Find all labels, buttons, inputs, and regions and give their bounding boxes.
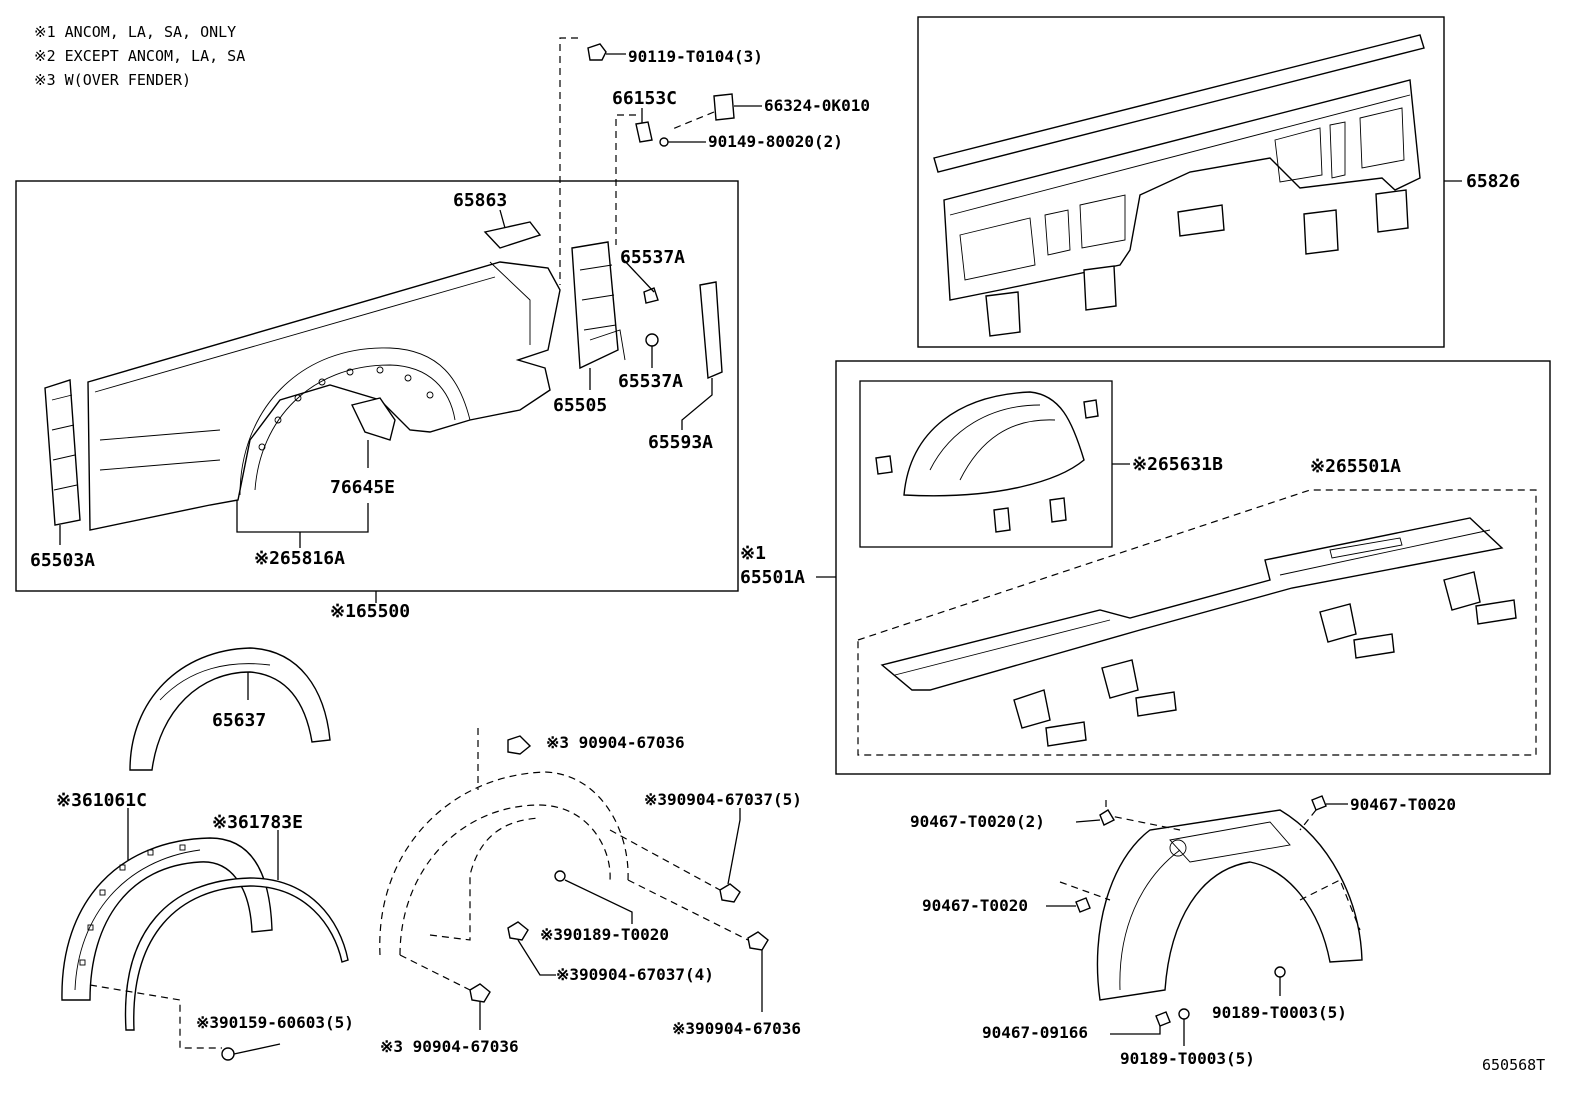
part-90467-t0020-2[interactable] xyxy=(1099,809,1115,826)
label-90149: 90149-80020(2) xyxy=(708,132,843,151)
dash-box-65501a xyxy=(857,489,1537,756)
dash-90119 xyxy=(559,37,578,285)
note-3: ※3 W(OVER FENDER) xyxy=(34,71,191,89)
notes-block: ※1 ANCOM, LA, SA, ONLY ※2 EXCEPT ANCOM, … xyxy=(34,23,245,89)
part-90904-67036-top[interactable] xyxy=(507,735,532,755)
mud-guard[interactable] xyxy=(1096,809,1363,1001)
part-90119[interactable] xyxy=(587,43,607,61)
label-90904-67036-bottom: ※3 90904-67036 xyxy=(380,1037,519,1056)
label-65816a: ※265816A xyxy=(254,548,345,569)
part-90189-t0003-a[interactable] xyxy=(1274,966,1286,978)
label-65863: 65863 xyxy=(453,190,507,211)
label-61061c: ※361061C xyxy=(56,790,147,811)
part-65631b[interactable] xyxy=(875,391,1099,533)
label-90467-09166: 90467-09166 xyxy=(982,1023,1088,1042)
label-90189-t0003-a: 90189-T0003(5) xyxy=(1212,1003,1347,1022)
label-65593a: 65593A xyxy=(648,432,713,453)
label-65505: 65505 xyxy=(553,395,607,416)
label-90904-67036-right: ※390904-67036 xyxy=(672,1019,801,1038)
part-65537a-lower[interactable] xyxy=(645,333,659,347)
part-90904-67036-right[interactable] xyxy=(747,931,769,951)
part-90904-67036-bottom[interactable] xyxy=(469,983,491,1003)
dash-90467-t0020-b xyxy=(1059,881,1111,901)
label-90904-67036-top: ※3 90904-67036 xyxy=(546,733,685,752)
label-90119: 90119-T0104(3) xyxy=(628,47,763,66)
dash-90467-t0020-a xyxy=(1299,809,1317,831)
part-90189-t0020[interactable] xyxy=(554,870,566,882)
part-90904-67037-5[interactable] xyxy=(719,883,741,903)
label-65637: 65637 xyxy=(212,710,266,731)
part-65593a[interactable] xyxy=(699,281,723,380)
part-61783e[interactable] xyxy=(124,877,349,1031)
label-90189-t0020: ※390189-T0020 xyxy=(540,925,669,944)
wheel-arch-holes xyxy=(258,366,434,451)
part-90159[interactable] xyxy=(221,1047,235,1061)
part-90189-t0003-b[interactable] xyxy=(1178,1008,1190,1020)
diagram-code: 650568T xyxy=(1482,1056,1545,1074)
note-1: ※1 ANCOM, LA, SA, ONLY xyxy=(34,23,236,41)
part-65501a[interactable] xyxy=(880,517,1504,691)
label-65537a-upper: 65537A xyxy=(620,247,685,268)
box-65501a xyxy=(835,360,1551,775)
part-61061c[interactable] xyxy=(61,837,273,1001)
label-90904-67037-4: ※390904-67037(4) xyxy=(556,965,714,984)
label-90904-67037-5: ※390904-67037(5) xyxy=(644,790,802,809)
flare-holes xyxy=(79,844,186,966)
dash-67036-right xyxy=(627,879,749,941)
label-65501a: 65501A xyxy=(740,567,805,588)
bracket-65816a xyxy=(236,500,369,533)
label-66153c: 66153C xyxy=(612,88,677,109)
part-65503a[interactable] xyxy=(44,379,81,526)
dash-66324 xyxy=(669,111,715,131)
part-76645e[interactable] xyxy=(350,397,396,441)
label-61783e: ※361783E xyxy=(212,812,303,833)
label-90159: ※390159-60603(5) xyxy=(196,1013,354,1032)
label-90189-t0003-b: 90189-T0003(5) xyxy=(1120,1049,1255,1068)
label-65503a: 65503A xyxy=(30,550,95,571)
dash-67037-5 xyxy=(609,829,721,891)
label-65826: 65826 xyxy=(1466,171,1520,192)
label-65537a-lower: 65537A xyxy=(618,371,683,392)
part-66153c[interactable] xyxy=(635,121,653,143)
over-fender-dashed[interactable] xyxy=(379,771,629,956)
part-65505[interactable] xyxy=(571,241,626,370)
part-90467-t0020-a[interactable] xyxy=(1311,795,1327,811)
side-panel-group-box xyxy=(15,180,739,592)
part-65537a-upper[interactable] xyxy=(643,287,659,304)
label-65501a-top: ※265501A xyxy=(1310,456,1401,477)
label-65631b: ※265631B xyxy=(1132,454,1223,475)
label-165500: ※165500 xyxy=(330,601,410,622)
dash-90467-t0020-2 xyxy=(1105,800,1181,831)
part-65501a-brackets xyxy=(1013,571,1517,747)
part-66324[interactable] xyxy=(713,93,735,121)
label-76645e: 76645E xyxy=(330,477,395,498)
part-90149[interactable] xyxy=(659,137,669,147)
side-panel-65500[interactable] xyxy=(87,261,561,531)
dash-66153c xyxy=(615,114,636,245)
label-65501a-mark: ※1 xyxy=(740,543,766,564)
part-90467-09166[interactable] xyxy=(1155,1011,1171,1027)
dash-90159 xyxy=(89,984,222,1049)
part-65826-brackets xyxy=(985,189,1409,337)
dash-67036-bottom xyxy=(399,954,471,991)
note-2: ※2 EXCEPT ANCOM, LA, SA xyxy=(34,47,245,65)
part-90904-67037-4[interactable] xyxy=(507,921,529,941)
part-90467-t0020-b[interactable] xyxy=(1075,897,1091,913)
part-65863[interactable] xyxy=(483,221,542,249)
box-65826 xyxy=(917,16,1445,348)
label-90467-t0020-b: 90467-T0020 xyxy=(922,896,1028,915)
label-90467-t0020-2: 90467-T0020(2) xyxy=(910,812,1045,831)
label-90467-t0020-a: 90467-T0020 xyxy=(1350,795,1456,814)
label-66324: 66324-0K010 xyxy=(764,96,870,115)
part-65637[interactable] xyxy=(129,647,331,771)
part-65826[interactable] xyxy=(933,34,1425,301)
